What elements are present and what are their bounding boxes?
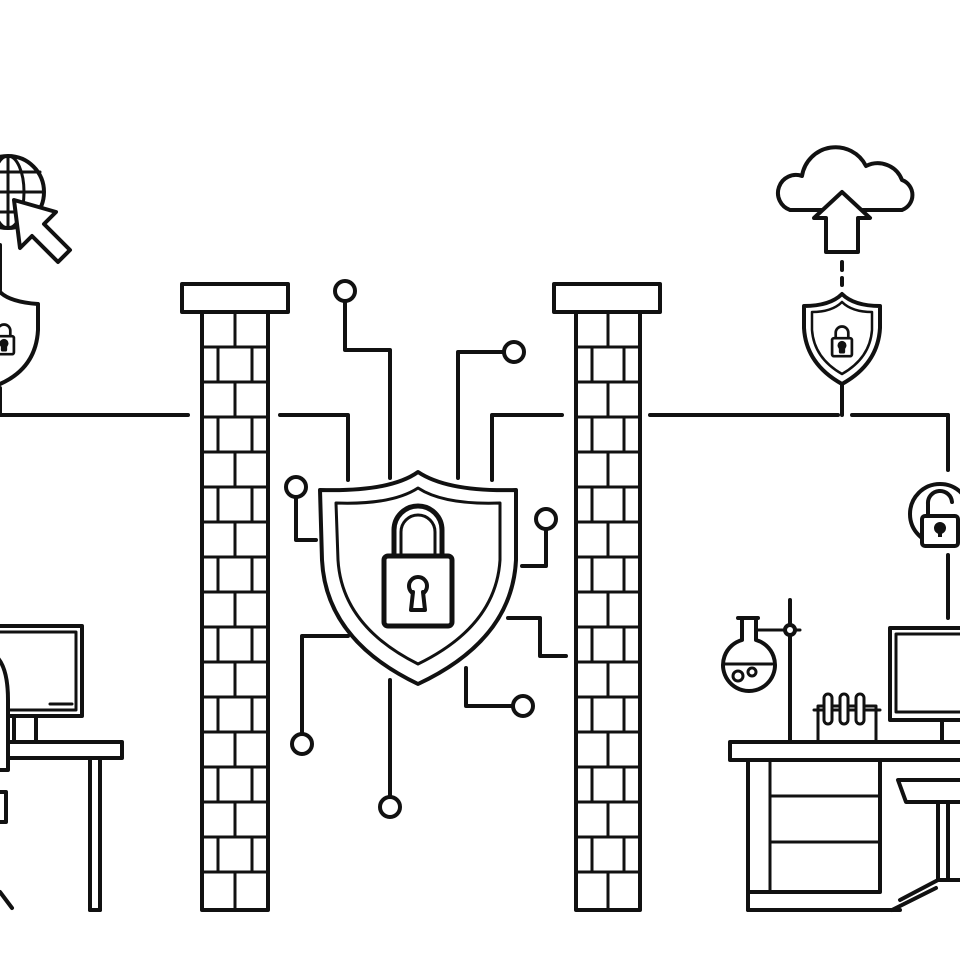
firewall-right bbox=[552, 282, 662, 912]
lab-workstation-right bbox=[721, 598, 960, 912]
unlocked-padlock-icon bbox=[908, 482, 960, 548]
network-line-right bbox=[648, 260, 950, 620]
network-line-left bbox=[0, 243, 190, 417]
shield-lock-icon-right bbox=[802, 292, 882, 386]
cloud-upload-icon bbox=[776, 145, 915, 254]
firewall-left bbox=[180, 282, 290, 912]
central-shield-lock-icon bbox=[318, 470, 518, 686]
cursor-icon bbox=[12, 198, 72, 264]
workstation-left bbox=[0, 624, 124, 912]
shield-lock-icon-left bbox=[0, 290, 40, 386]
globe-icon bbox=[0, 154, 46, 230]
circuit-lines bbox=[278, 279, 568, 819]
